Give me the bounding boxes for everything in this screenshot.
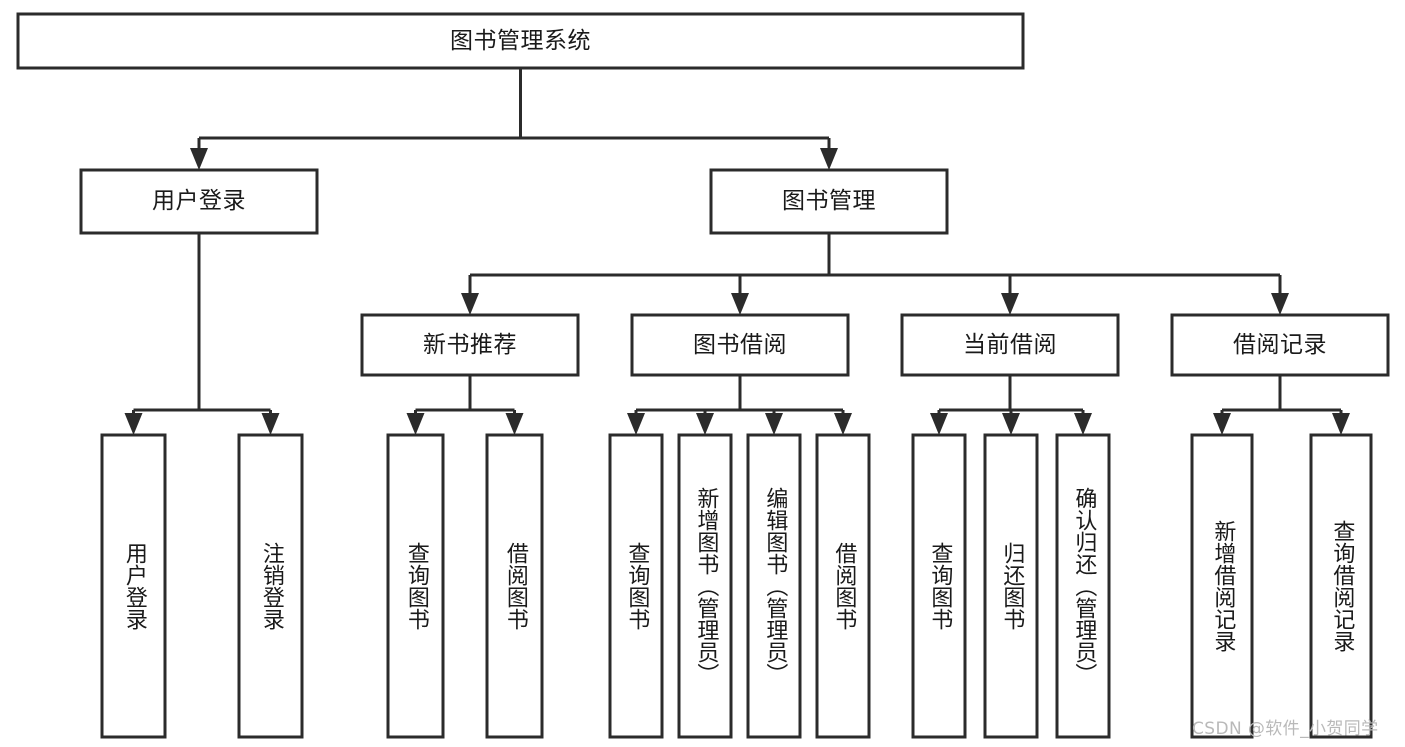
arrow-head-icon-leaf-borrow-book-recommend	[505, 413, 524, 435]
arrow-head-icon-current-borrow	[1001, 293, 1019, 315]
arrow-head-icon-leaf-confirm-return-admin	[1074, 413, 1092, 435]
arrow-head-icon-leaf-query-borrow-record	[1332, 413, 1350, 435]
node-box-leaf-query-book-borrow[interactable]	[608, 433, 664, 739]
arrow-head-icon-leaf-edit-book-admin	[765, 413, 783, 435]
node-box-leaf-edit-book-admin[interactable]	[746, 433, 802, 739]
arrow-head-icon-leaf-query-book-borrow	[627, 413, 645, 435]
node-boxes-layer	[16, 12, 1390, 739]
arrow-head-icon-leaf-add-borrow-record	[1213, 413, 1231, 435]
node-box-leaf-query-book-current[interactable]	[911, 433, 967, 739]
node-box-user-login[interactable]	[79, 168, 319, 235]
node-box-new-book-recommend[interactable]	[360, 313, 580, 377]
arrow-head-icon-leaf-borrow-book	[834, 413, 852, 435]
node-box-leaf-borrow-book[interactable]	[815, 433, 871, 739]
arrow-head-icon-leaf-return-book	[1002, 413, 1020, 435]
arrow-head-icon-new-book-recommend	[461, 293, 479, 315]
node-box-borrow-record[interactable]	[1170, 313, 1390, 377]
arrow-head-icon-book-management	[820, 148, 838, 170]
arrow-head-icon-leaf-add-book-admin	[696, 413, 714, 435]
arrow-head-icon-user-login	[190, 148, 208, 170]
node-box-leaf-add-borrow-record[interactable]	[1190, 433, 1254, 739]
node-box-leaf-return-book[interactable]	[983, 433, 1039, 739]
node-box-book-management[interactable]	[709, 168, 949, 235]
node-box-current-borrow[interactable]	[900, 313, 1120, 377]
arrow-head-icon-book-borrow	[731, 293, 749, 315]
arrow-head-icon-leaf-query-book-current	[930, 413, 948, 435]
node-box-root[interactable]	[16, 12, 1025, 70]
node-box-book-borrow[interactable]	[630, 313, 850, 377]
node-box-leaf-user-login[interactable]	[100, 433, 167, 739]
node-box-leaf-query-borrow-record[interactable]	[1309, 433, 1373, 739]
node-box-leaf-logout[interactable]	[237, 433, 304, 739]
node-box-leaf-borrow-book-recommend[interactable]	[485, 433, 544, 739]
arrow-head-icon-leaf-logout	[261, 413, 280, 435]
node-box-leaf-add-book-admin[interactable]	[677, 433, 733, 739]
arrow-head-icon-borrow-record	[1271, 293, 1289, 315]
arrow-head-icon-leaf-user-login	[124, 413, 143, 435]
node-box-leaf-query-book-recommend[interactable]	[386, 433, 445, 739]
node-box-leaf-confirm-return-admin[interactable]	[1055, 433, 1111, 739]
arrow-head-icon-leaf-query-book-recommend	[406, 413, 425, 435]
connectors-layer	[124, 68, 1350, 435]
